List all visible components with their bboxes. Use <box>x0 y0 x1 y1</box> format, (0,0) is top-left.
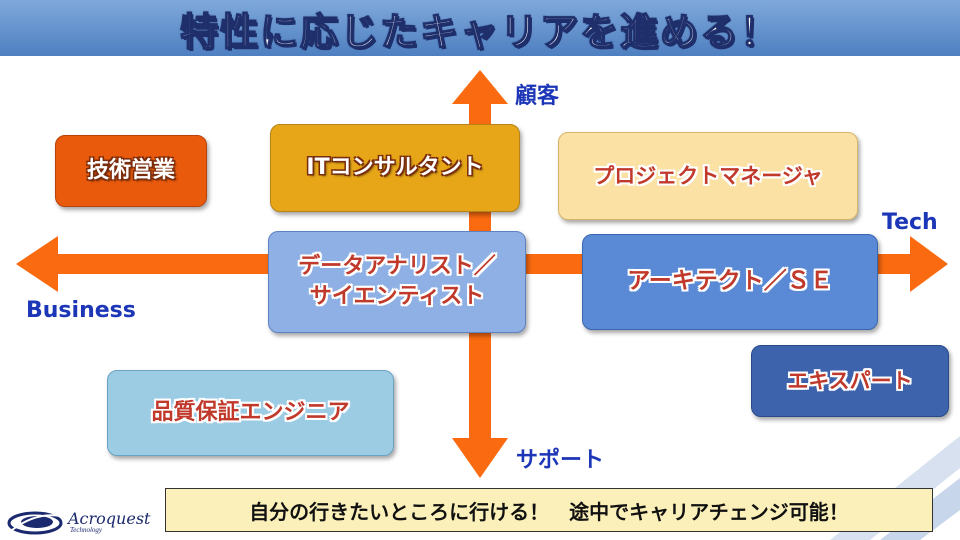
top-arrowhead <box>452 70 508 104</box>
right-arrowhead <box>910 236 948 292</box>
footer-message: 自分の行きたいところに行ける！ 途中でキャリアチェンジ可能！ <box>249 499 849 524</box>
role-qa-engineer-label: 品質保証エンジニア <box>151 400 350 426</box>
left-arrowhead <box>16 236 58 292</box>
role-sales-engineer: 技術営業 <box>55 135 207 207</box>
axis-label-top: 顧客 <box>515 84 560 109</box>
role-project-manager: プロジェクトマネージャ <box>558 132 858 220</box>
company-logo: Acroquest Technology <box>6 508 150 536</box>
role-architect-se: アーキテクト／ＳＥ <box>582 234 878 330</box>
role-data-scientist: データアナリスト／ サイエンティスト <box>268 231 526 333</box>
logo-sub: Technology <box>70 525 103 534</box>
page-title: 特性に応じたキャリアを進める！ <box>179 9 780 55</box>
role-expert: エキスパート <box>751 345 949 417</box>
axis-label-left: Business <box>26 298 136 323</box>
role-project-manager-label: プロジェクトマネージャ <box>593 163 823 188</box>
logo-mark-icon <box>7 511 63 535</box>
bottom-arrowhead <box>452 438 508 478</box>
role-expert-label: エキスパート <box>787 368 913 393</box>
axis-label-bottom: サポート <box>516 448 605 473</box>
logo-name: Acroquest <box>68 508 151 528</box>
footer-message-box: 自分の行きたいところに行ける！ 途中でキャリアチェンジ可能！ <box>165 488 933 532</box>
axis-label-right: Tech <box>882 210 938 235</box>
role-data-scientist-label: データアナリスト／ サイエンティスト <box>298 254 496 309</box>
role-architect-se-label: アーキテクト／ＳＥ <box>627 268 833 295</box>
role-qa-engineer: 品質保証エンジニア <box>107 370 394 456</box>
role-it-consultant: ITコンサルタント <box>270 124 520 212</box>
role-sales-engineer-label: 技術営業 <box>86 158 175 184</box>
title-banner: 特性に応じたキャリアを進める！ <box>0 0 960 56</box>
role-it-consultant-label: ITコンサルタント <box>306 155 484 181</box>
